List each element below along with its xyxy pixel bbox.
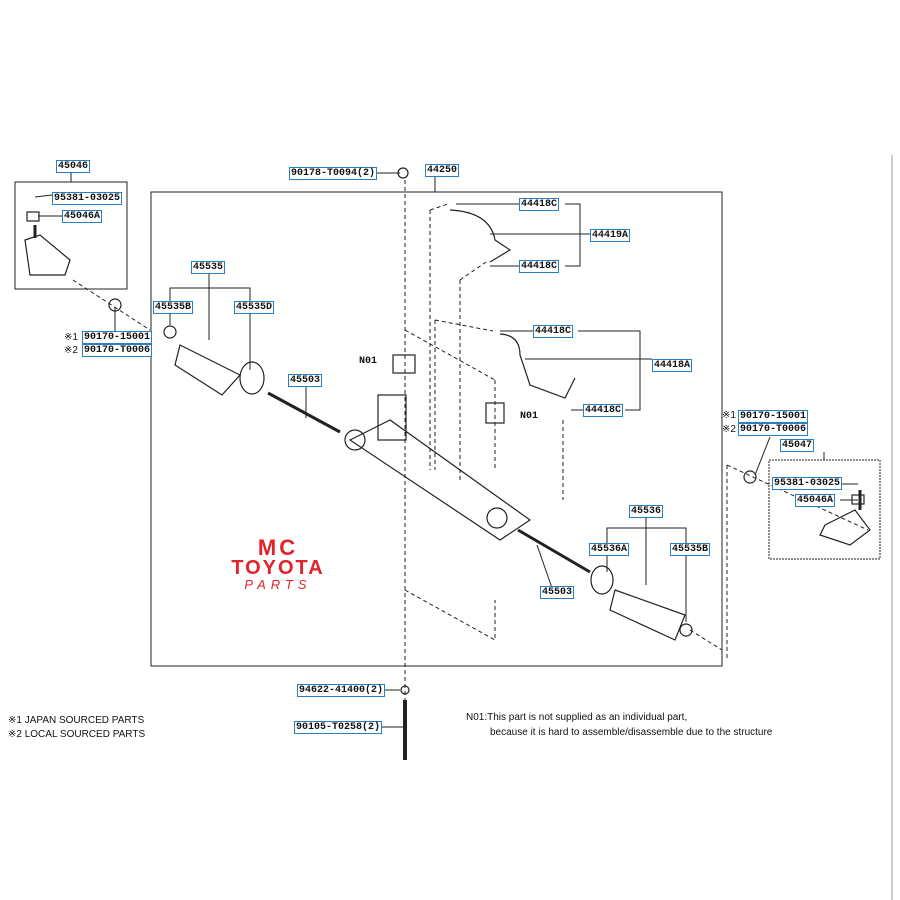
part-label[interactable]: 45536A xyxy=(589,543,630,556)
part-label[interactable]: 45046A xyxy=(795,494,836,507)
part-label[interactable]: 44418C xyxy=(533,325,574,338)
japan-mark: ※1 xyxy=(722,410,736,421)
part-label[interactable]: 44418C xyxy=(583,404,624,417)
part-label[interactable]: 90170-T0006 xyxy=(82,344,153,357)
part-label[interactable]: 44419A xyxy=(590,229,631,242)
logo-line3: PARTS xyxy=(244,577,312,592)
part-label[interactable]: 90105-T0258(2) xyxy=(294,721,383,734)
part-label[interactable]: 45046 xyxy=(56,160,91,173)
logo-line1: MC xyxy=(257,535,299,560)
part-label[interactable]: 44418C xyxy=(519,198,560,211)
part-label[interactable]: 45535B xyxy=(153,301,194,314)
dashed-guides xyxy=(72,180,869,760)
part-label[interactable]: 45503 xyxy=(288,374,323,387)
part-label[interactable]: 45536 xyxy=(629,505,664,518)
part-label[interactable]: 90178-T0094(2) xyxy=(289,167,378,180)
part-label[interactable]: 94622-41400(2) xyxy=(297,684,386,697)
mc-toyota-parts-logo: MC TOYOTA PARTS xyxy=(188,535,368,592)
local-mark: ※2 xyxy=(64,345,78,356)
steering-rack-drawing xyxy=(24,167,871,760)
leader-lines xyxy=(34,172,858,728)
part-label[interactable]: 45046A xyxy=(62,210,103,223)
part-label[interactable]: 95381-03025 xyxy=(772,477,843,490)
note-n01-line2: because it is hard to assemble/disassemb… xyxy=(490,727,773,738)
n01-marker: N01 xyxy=(359,356,378,367)
assembly-frame xyxy=(150,191,723,667)
note-japan-sourced: ※1 JAPAN SOURCED PARTS xyxy=(8,715,145,726)
part-label[interactable]: 45535 xyxy=(191,261,226,274)
note-n01-line1: N01:This part is not supplied as an indi… xyxy=(466,712,688,723)
japan-mark: ※1 xyxy=(64,332,78,343)
n01-marker: N01 xyxy=(520,411,539,422)
part-label[interactable]: 44250 xyxy=(425,164,460,177)
part-label[interactable]: 95381-03025 xyxy=(52,192,123,205)
part-label[interactable]: 90170-15001 xyxy=(738,410,809,423)
part-label[interactable]: 44418A xyxy=(652,359,693,372)
logo-line2: TOYOTA xyxy=(231,557,325,579)
part-label[interactable]: 44418C xyxy=(519,260,560,273)
note-local-sourced: ※2 LOCAL SOURCED PARTS xyxy=(8,729,146,740)
part-label[interactable]: 45535B xyxy=(670,543,711,556)
part-label[interactable]: 90170-15001 xyxy=(82,331,153,344)
part-label[interactable]: 45535D xyxy=(234,301,275,314)
part-label[interactable]: 45047 xyxy=(780,439,815,452)
local-mark: ※2 xyxy=(722,424,736,435)
part-label[interactable]: 45503 xyxy=(540,586,575,599)
part-label[interactable]: 90170-T0006 xyxy=(738,423,809,436)
